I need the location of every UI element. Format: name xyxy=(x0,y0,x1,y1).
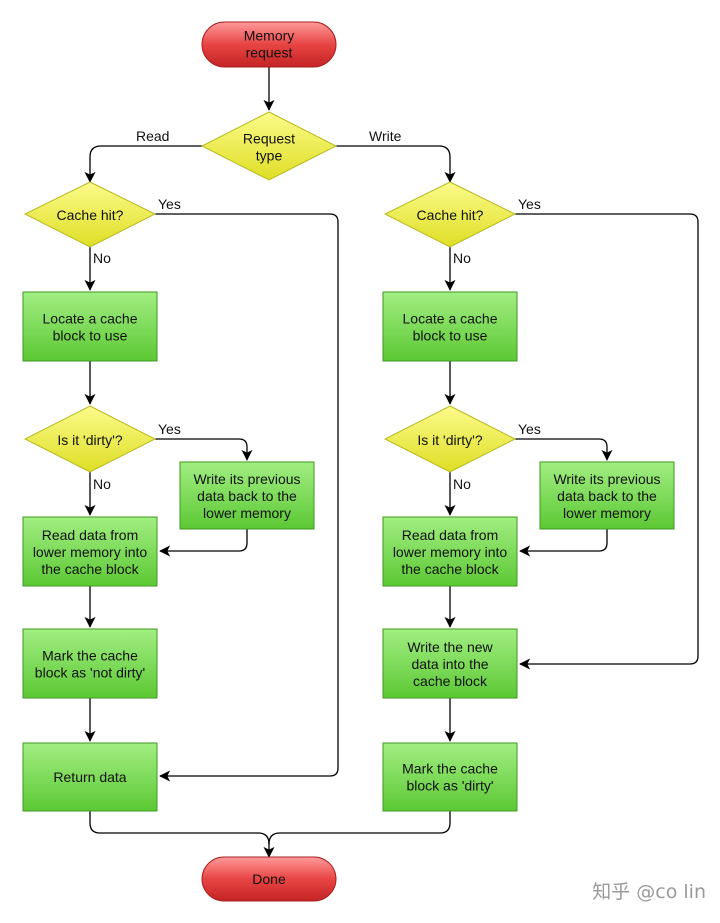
label-line: Mark the cache xyxy=(42,648,138,664)
edge-read-dirty-yes xyxy=(155,438,253,461)
read-is-dirty-decision xyxy=(23,405,157,473)
return-data-block xyxy=(22,742,158,812)
edge-label-read-hit-yes: Yes xyxy=(158,196,181,212)
done-label: Done xyxy=(252,871,286,887)
write-write-back-block xyxy=(539,461,675,530)
label-line: block to use xyxy=(413,328,488,344)
edge-read xyxy=(84,145,204,183)
edge-write-hit-yes xyxy=(515,213,699,670)
edge-read-writeback-to-readdata xyxy=(159,529,248,557)
label-line: data into the xyxy=(411,656,488,672)
label-line: Locate a cache xyxy=(43,311,138,327)
label-line: Read data from xyxy=(42,527,139,543)
label-line: Cache hit? xyxy=(57,207,124,223)
write-mark-dirty-block xyxy=(382,742,518,812)
label-line: lower memory into xyxy=(33,544,148,560)
label-line: cache block xyxy=(413,673,488,689)
label-line: Is it 'dirty'? xyxy=(417,432,482,448)
label-line: Locate a cache xyxy=(403,311,498,327)
edge-label-write-dirty-no: No xyxy=(453,476,471,492)
read-locate-block xyxy=(22,291,158,362)
edge-label-read: Read xyxy=(136,128,169,144)
label-line: data back to the xyxy=(197,488,297,504)
write-new-data-block xyxy=(382,628,518,699)
label-line: Cache hit? xyxy=(417,207,484,223)
read-write-back-block xyxy=(179,461,315,530)
label-line: type xyxy=(256,148,283,164)
label-line: request xyxy=(246,45,293,61)
label-line: Return data xyxy=(53,769,126,785)
edge-label-read-dirty-yes: Yes xyxy=(158,421,181,437)
label-line: Mark the cache xyxy=(402,761,498,777)
edge-return-to-done xyxy=(89,811,270,845)
edge-label-read-dirty-no: No xyxy=(93,476,111,492)
return-data-label: Return data xyxy=(53,769,126,785)
label-line: Is it 'dirty'? xyxy=(57,432,122,448)
read-cache-hit-decision xyxy=(23,181,157,248)
edge-read-hit-yes xyxy=(155,213,339,782)
edge-label-write-hit-yes: Yes xyxy=(518,196,541,212)
label-line: Write its previous xyxy=(193,471,300,487)
edge-label-write-hit-no: No xyxy=(453,250,471,266)
label-line: the cache block xyxy=(401,561,499,577)
read-mark-not-dirty-block xyxy=(22,628,158,699)
edge-write xyxy=(336,145,456,183)
watermark: 知乎 @co lin xyxy=(592,881,706,903)
label-line: the cache block xyxy=(41,561,139,577)
edge-write-dirty-yes xyxy=(515,438,613,461)
start-terminal xyxy=(201,21,337,68)
read-is-dirty-label: Is it 'dirty'? xyxy=(57,432,122,448)
label-line: Request xyxy=(243,131,295,147)
done-terminal xyxy=(201,856,337,902)
label-line: Read data from xyxy=(402,527,499,543)
edge-write-mark-to-done xyxy=(268,811,451,845)
label-line: lower memory into xyxy=(393,544,508,560)
write-is-dirty-decision xyxy=(383,405,517,473)
write-read-data-block xyxy=(382,516,518,587)
label-line: lower memory xyxy=(563,505,651,521)
edges xyxy=(84,67,699,858)
read-read-data-block xyxy=(22,516,158,587)
label-line: Write the new xyxy=(407,639,493,655)
label-line: lower memory xyxy=(203,505,291,521)
label-line: block as 'not dirty' xyxy=(35,665,145,681)
label-line: block to use xyxy=(53,328,128,344)
write-cache-hit-label: Cache hit? xyxy=(417,207,484,223)
write-is-dirty-label: Is it 'dirty'? xyxy=(417,432,482,448)
read-cache-hit-label: Cache hit? xyxy=(57,207,124,223)
label-line: block as 'dirty' xyxy=(406,778,493,794)
request-type-decision xyxy=(200,111,338,181)
edge-write-writeback-to-readdata xyxy=(519,529,608,557)
write-cache-hit-decision xyxy=(383,181,517,248)
label-line: Write its previous xyxy=(553,471,660,487)
edge-label-read-hit-no: No xyxy=(93,250,111,266)
edge-label-write: Write xyxy=(369,128,402,144)
label-line: Done xyxy=(252,871,286,887)
write-locate-block xyxy=(382,291,518,362)
label-line: Memory xyxy=(244,28,295,44)
label-line: data back to the xyxy=(557,488,657,504)
edge-labels: Read Write Yes No Yes No Yes No Yes No xyxy=(93,128,541,492)
edge-label-write-dirty-yes: Yes xyxy=(518,421,541,437)
